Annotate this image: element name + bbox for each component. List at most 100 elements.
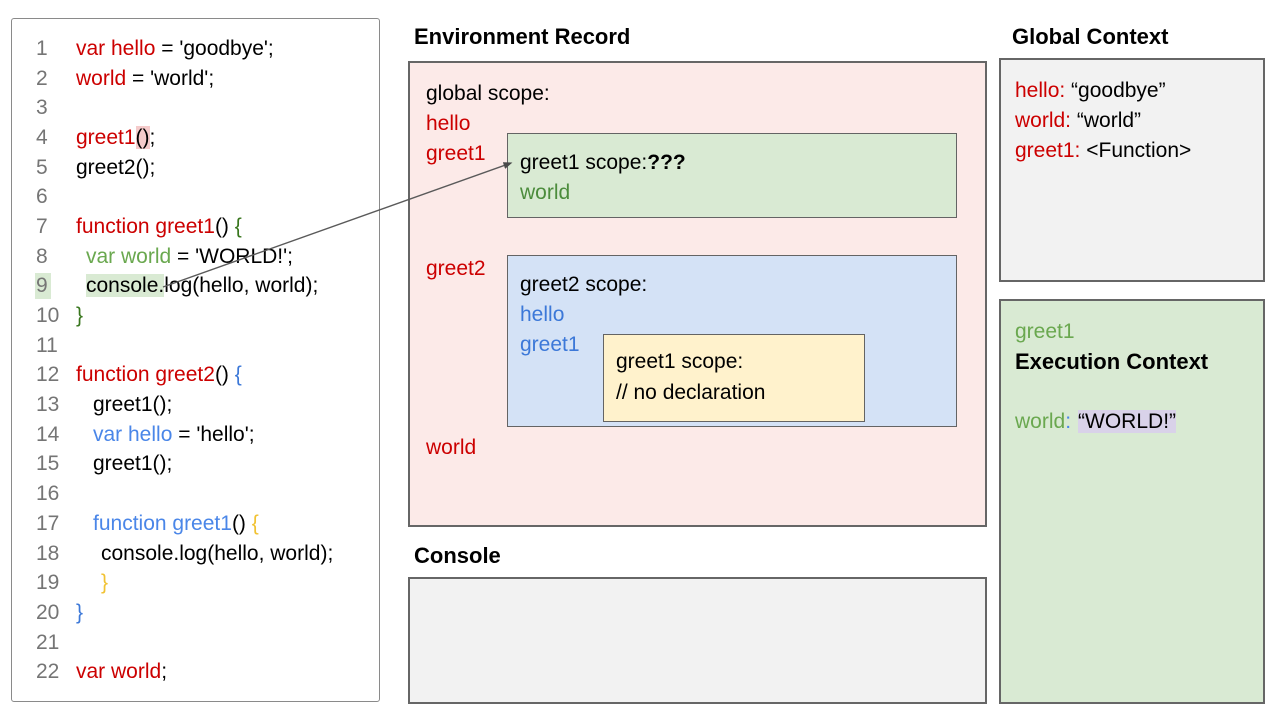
code-line: 16 [12,479,379,509]
line-number: 12 [36,363,60,387]
global-context-entry: greet1: <Function> [1015,136,1263,166]
greet2-scope-box: greet2 scope: hello greet1 greet1 scope:… [507,255,957,427]
global-context-entry: world: “world” [1015,106,1263,136]
line-number: 8 [36,244,48,268]
code-line: 22 var world; [12,657,379,687]
entry-value: <Function> [1080,139,1192,162]
line-number: 11 [36,333,58,357]
code-line: 3 [12,93,379,123]
greet1-scope-var-world: world [520,181,571,204]
code-text: greet2(); [76,155,156,179]
code-line: 2 world = 'world'; [12,64,379,94]
greet1-scope-unknown: ??? [647,151,686,174]
global-context-heading: Global Context [1012,24,1169,49]
code-line: 11 [12,331,379,361]
execution-context-title: Execution Context [1015,349,1209,374]
code-line: 15 greet1(); [12,450,379,480]
greet2-scope-var-greet1: greet1 [520,333,580,356]
ec-colon: : [1065,410,1072,433]
code-text: world = 'world'; [76,66,215,90]
entry-value: “world” [1071,109,1142,132]
line-number: 21 [36,630,60,654]
code-text: } [76,304,84,328]
entry-name: world: [1015,109,1072,132]
inner-greet1-scope-label: greet1 scope: [616,350,744,373]
code-text: var hello = 'hello'; [93,422,255,446]
execution-context-box: greet1 Execution Context world: “WORLD!” [999,299,1265,704]
code-text: var world = 'WORLD!'; [86,244,293,268]
line-number: 16 [36,482,60,506]
console-heading: Console [414,543,501,568]
line-number: 14 [36,422,60,446]
code-line: 13 greet1(); [12,390,379,420]
line-number: 2 [36,66,48,90]
code-text: greet1(); [93,452,173,476]
console-output-box [408,577,987,704]
line-number: 22 [36,660,60,684]
inner-greet1-scope-comment: // no declaration [616,381,766,404]
entry-name: greet1: [1015,139,1081,162]
line-number: 13 [36,393,60,417]
line-number: 6 [36,185,48,209]
global-context-box: hello: “goodbye” world: “world” greet1: … [999,58,1265,282]
code-line: 4 greet1(); [12,123,379,153]
line-number: 9 [35,273,76,300]
code-line: 6 [12,182,379,212]
code-text: } [101,571,109,595]
code-line: 14 var hello = 'hello'; [12,420,379,450]
code-line: 12 function greet2() { [12,361,379,391]
line-number: 15 [36,452,60,476]
global-context-entry: hello: “goodbye” [1015,76,1263,106]
greet2-scope-label: greet2 scope: [520,273,648,296]
line-number: 20 [36,600,60,624]
env-var-greet2: greet2 [426,257,486,280]
code-line: 10} [12,301,379,331]
global-scope-label: global scope: [426,82,550,105]
entry-name: hello: [1015,79,1066,102]
code-text: function greet1() { [76,214,242,238]
code-line: 20} [12,598,379,628]
code-text: console.log(hello, world); [101,541,334,565]
ec-var-value: “WORLD!” [1078,410,1177,433]
code-line: 5 greet2(); [12,153,379,183]
code-line: 8 var world = 'WORLD!'; [12,242,379,272]
code-line: 9 console.log(hello, world); [12,272,379,302]
env-var-world: world [426,436,477,459]
code-text: function greet1() { [93,511,259,535]
line-number: 7 [36,214,48,238]
environment-record-box: global scope: hello greet1 greet2 world … [408,61,987,527]
greet1-scope-label-line: greet1 scope:??? [520,148,956,178]
env-var-greet1: greet1 [426,142,486,165]
environment-record-heading: Environment Record [414,24,631,49]
line-number: 18 [36,541,60,565]
entry-value: “goodbye” [1065,79,1166,102]
code-text: function greet2() { [76,363,242,387]
code-lines: 1 var hello = 'goodbye'; 2 world = 'world';… [12,34,379,687]
line-number: 3 [36,96,48,120]
code-text: greet1(); [93,393,173,417]
code-text: greet1(); [76,125,156,149]
code-text: } [76,600,84,624]
line-number: 4 [36,125,48,149]
line-number: 1 [36,36,48,60]
greet1-scope-box: greet1 scope:??? world [507,133,957,218]
code-line: 19} [12,568,379,598]
code-line: 21 [12,628,379,658]
code-text: console.log(hello, world); [86,274,319,298]
code-text: var hello = 'goodbye'; [76,36,274,60]
code-text: var world; [76,660,168,684]
code-line: 7 function greet1() { [12,212,379,242]
ec-var-name: world [1015,410,1066,433]
execution-context-fn-name: greet1 [1015,320,1075,343]
code-line: 1 var hello = 'goodbye'; [12,34,379,64]
greet2-scope-var-hello: hello [520,303,565,326]
line-number: 10 [36,304,60,328]
inner-greet1-scope-box: greet1 scope: // no declaration [603,334,865,422]
line-number: 5 [36,155,48,179]
code-line: 18 console.log(hello, world); [12,539,379,569]
greet1-scope-label: greet1 scope: [520,151,648,174]
line-number: 19 [36,571,60,595]
env-var-hello: hello [426,112,471,135]
